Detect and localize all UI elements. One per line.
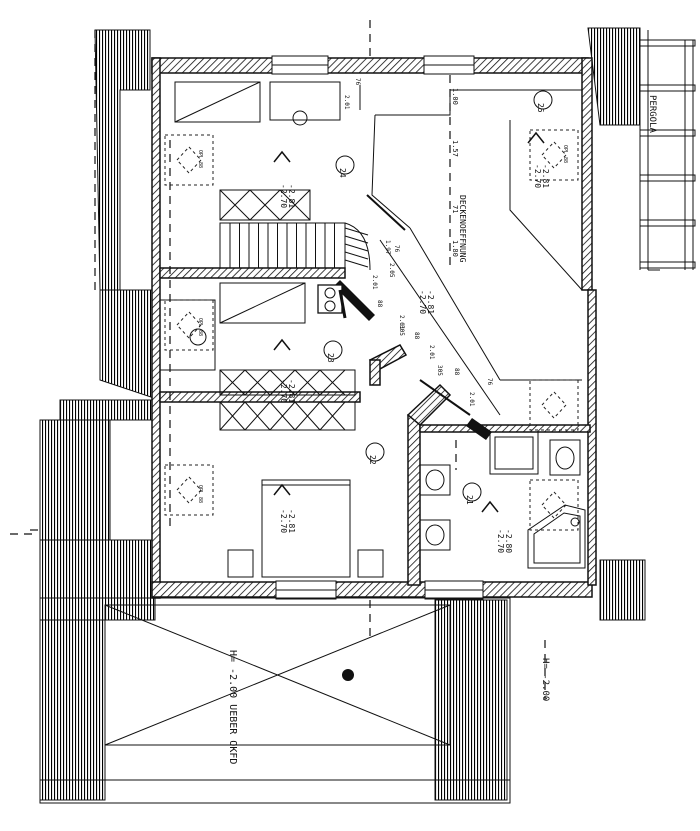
dim-19: 88	[453, 368, 460, 376]
labels: 21-2.80-2.7022-2.81-2.7023-2.81-2.7024-2…	[197, 78, 657, 764]
staircase	[219, 222, 371, 319]
dim-5: 2.01	[343, 95, 350, 110]
room-23-number-circle	[323, 340, 343, 360]
room-21-level-arrow-icon	[481, 500, 499, 513]
dim-9: 2.05	[388, 263, 395, 278]
height-terrace-label: H= -2.00 UEBER OKFD	[227, 650, 238, 764]
room-21-number-circle	[462, 482, 482, 502]
dim-1: 1.00	[451, 88, 459, 105]
room-24-number-circle	[335, 155, 355, 175]
dim-10: 2.01	[371, 275, 378, 290]
dim-16: 2.01	[468, 392, 475, 407]
room-23-number: 23	[326, 353, 335, 363]
room-22-level-top: -2.81	[287, 509, 296, 533]
window-mark-1: OPL 88	[197, 150, 203, 168]
dim-11: 305	[398, 325, 405, 336]
pergola-label: PERGOLA	[647, 95, 657, 134]
room-25-level-bottom: -2.70	[533, 164, 542, 188]
room-23-level-bottom: -2.70	[279, 379, 288, 403]
dim-3: 71	[451, 205, 459, 213]
stair-level-label: -2.81	[426, 290, 435, 314]
room-21-level-top: -2.80	[504, 529, 513, 553]
skylights	[164, 129, 579, 531]
ceiling-opening	[366, 89, 583, 416]
room-21-level-bottom: -2.70	[496, 529, 505, 553]
stair-level-b-label: -2.70	[418, 290, 427, 314]
dim-15: 76	[486, 378, 493, 386]
room-21-number: 21	[465, 495, 474, 505]
dim-12: 2.01	[398, 315, 405, 330]
dim-18: 88	[413, 332, 420, 340]
dimension-lines	[359, 75, 501, 416]
room-22-number: 22	[368, 455, 377, 465]
terrace	[39, 597, 511, 804]
dim-7: 1.97	[384, 240, 391, 255]
room-22-number-circle	[365, 442, 385, 462]
dim-8: 76	[393, 245, 400, 253]
roof-eaves-right	[587, 27, 646, 621]
room-22-level-bottom: -2.70	[279, 509, 288, 533]
pergola	[639, 30, 696, 271]
dim-14: 2.01	[428, 345, 435, 360]
room-25-number: 25	[536, 103, 545, 113]
interior-walls	[159, 267, 591, 586]
room-23-level-top: -2.81	[287, 379, 296, 403]
ceiling-opening-label: DECKENOEFFNUNG	[458, 195, 467, 263]
furniture	[159, 81, 586, 578]
room-24-number: 24	[338, 168, 347, 178]
room-24-level-bottom: -2.70	[279, 184, 288, 208]
window-mark-2: OPL 88	[562, 145, 568, 163]
room-25-level-arrow-icon	[527, 131, 545, 144]
dim-17: 88	[376, 300, 383, 308]
room-23-level-arrow-icon	[273, 338, 291, 351]
window-mark-4: OPL 88	[197, 485, 203, 503]
window-mark-3: OPL 88	[197, 318, 203, 336]
room-24-level-top: -2.81	[287, 184, 296, 208]
dim-2: 1.57	[451, 140, 459, 157]
dim-6: 76	[354, 78, 361, 86]
roof-eaves-left	[39, 29, 161, 621]
room-25-number-circle	[533, 90, 553, 110]
dim-13: 305	[436, 365, 443, 376]
height-right-label: H= -2.00	[540, 658, 550, 701]
room-25-level-top: -2.81	[541, 164, 550, 188]
roof-outline	[30, 20, 371, 640]
room-24-level-arrow-icon	[273, 150, 291, 163]
room-22-level-arrow-icon	[273, 483, 291, 496]
dim-4: 1.80	[451, 240, 459, 257]
guide-lines	[10, 140, 546, 700]
